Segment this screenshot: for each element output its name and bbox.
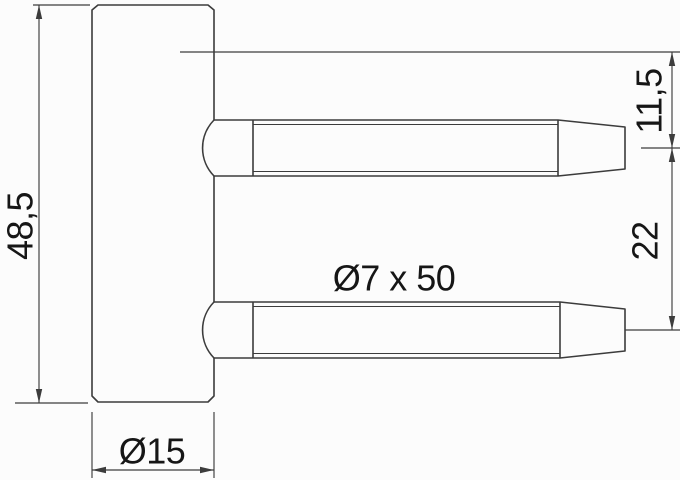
dimension-labels: 48,5 Ø15 Ø7 x 50 11,5 22	[0, 68, 670, 471]
arrow-offset-top	[668, 52, 676, 66]
arrow-height-top	[35, 5, 43, 19]
bottom-pin-chamfer-lines	[252, 306, 561, 354]
pin-spec-label: Ø7 x 50	[333, 258, 456, 299]
arrow-diameter-right	[200, 466, 214, 474]
arrow-spacing-bottom	[668, 316, 676, 330]
arrow-offset-bottom	[668, 134, 676, 148]
arrow-spacing-top	[668, 148, 676, 162]
dimension-arrows	[35, 5, 676, 474]
top-pin-offset-label: 11,5	[629, 68, 670, 133]
top-pin-chamfer-lines	[252, 124, 559, 172]
top-pin	[201, 119, 626, 177]
body-diameter-label: Ø15	[119, 431, 186, 472]
diameter-extension-lines	[91, 412, 215, 478]
hinge-body-outline	[91, 4, 215, 403]
body-height-label: 48,5	[0, 192, 41, 260]
bottom-pin-body	[201, 301, 626, 359]
dimension-lines	[15, 4, 680, 478]
bottom-pin	[201, 301, 626, 359]
pin-spacing-label: 22	[625, 221, 666, 260]
arrow-height-bottom	[35, 389, 43, 403]
top-pin-body	[201, 119, 626, 177]
part-outline	[91, 4, 626, 403]
arrow-diameter-left	[92, 466, 106, 474]
